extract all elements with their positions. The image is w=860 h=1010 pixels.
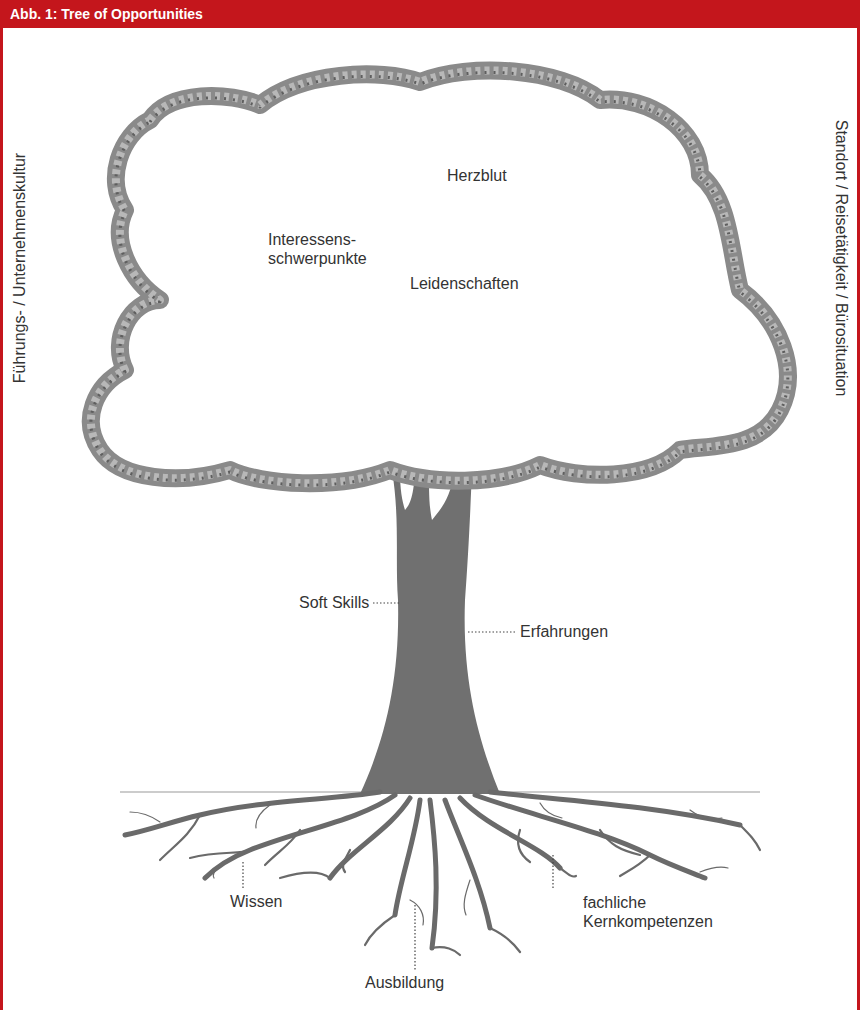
side-label: Standort / Reisetätigkeit / Bürosituatio… [831, 120, 850, 397]
figure-title: Abb. 1: Tree of Opportunities [10, 6, 203, 22]
tree-crown: HerzblutInteressens- schwerpunkteLeidens… [85, 62, 795, 492]
tree-roots [125, 792, 760, 955]
root-label: Ausbildung [365, 973, 444, 992]
crown-label: Leidenschaften [410, 274, 519, 293]
root-label: Wissen [230, 892, 282, 911]
frame-right [857, 28, 860, 1010]
frame-left [0, 28, 3, 1010]
trunk-label: Erfahrungen [520, 622, 608, 641]
root-label: fachliche Kernkompetenzen [583, 893, 713, 931]
crown-label: Interessens- schwerpunkte [268, 230, 367, 268]
leader-lines [243, 603, 553, 970]
trunk-label: Soft Skills [299, 593, 369, 612]
side-label: Führungs- / Unternehmenskultur [10, 153, 29, 383]
crown-label: Herzblut [447, 166, 507, 185]
